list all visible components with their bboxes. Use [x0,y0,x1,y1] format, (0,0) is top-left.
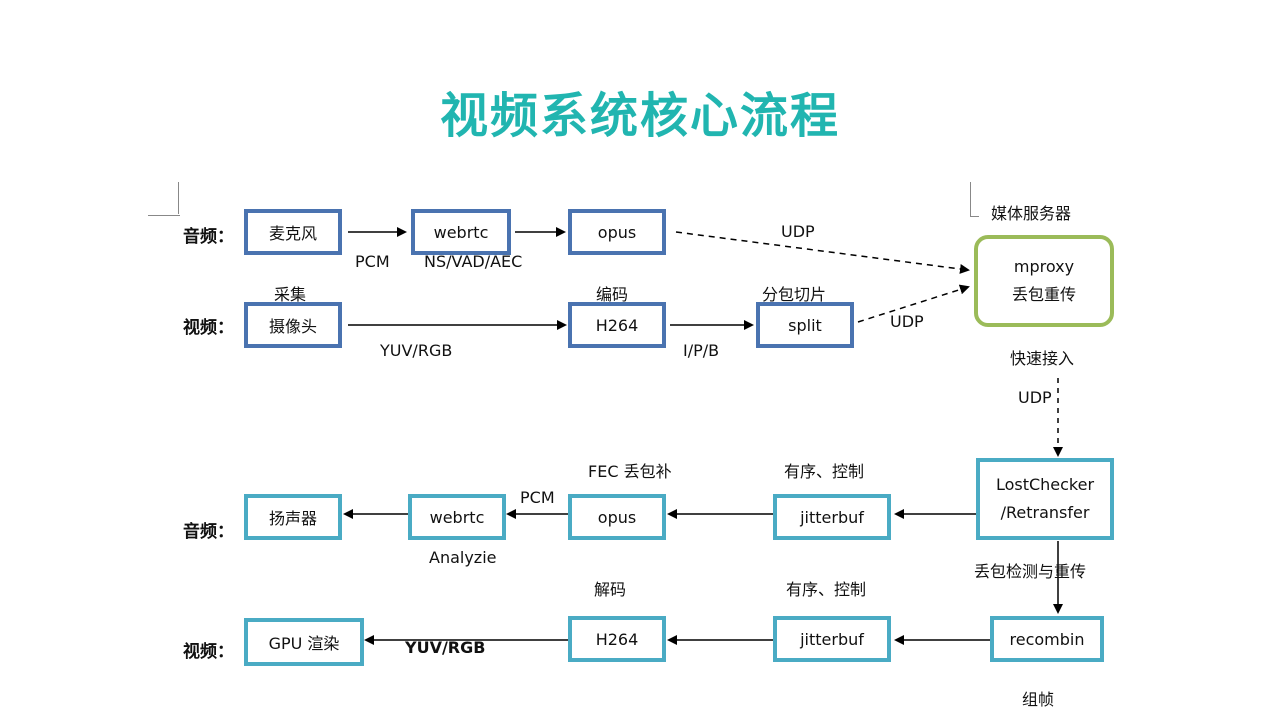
opus-node: opus [568,209,666,255]
label-decode: 解码 [594,580,627,599]
label-yuv-rgb-down: YUV/RGB [405,638,486,657]
corner-mark [970,182,979,217]
label-udp-video: UDP [890,312,924,331]
label-yuv-rgb: YUV/RGB [380,341,453,360]
label-pcm-down: PCM [520,488,555,507]
corner-mark [148,214,180,216]
label-ipb: I/P/B [683,341,720,360]
recombin-node: recombin [990,616,1104,662]
label-ordered-audio: 有序、控制 [784,462,865,481]
mproxy-retransmit-label: 丢包重传 [1011,285,1076,304]
gpu-render-node: GPU 渲染 [244,618,364,666]
mic-node: 麦克风 [244,209,342,255]
camera-node: 摄像头 [244,302,342,348]
row-label-video: 视频： [183,318,234,338]
webrtc-node: webrtc [411,209,511,255]
h264-encoder-node: H264 [568,302,666,348]
label-udp-audio: UDP [781,222,815,241]
h264-decoder-node: H264 [568,616,666,662]
label-encode: 编码 [596,285,629,304]
page-title: 视频系统核心流程 [439,88,840,144]
label-capture: 采集 [274,285,307,304]
label-ordered-video: 有序、控制 [786,580,867,599]
label-ns-vad-aec: NS/VAD/AEC [424,252,523,271]
label-pcm: PCM [355,252,390,271]
jitterbuf-audio-node: jitterbuf [773,494,891,540]
lostchecker-label: LostChecker [995,475,1095,494]
label-fec: FEC 丢包补 [588,462,672,481]
speaker-node: 扬声器 [244,494,342,540]
jitterbuf-video-node: jitterbuf [773,616,891,662]
split-node: split [756,302,854,348]
server-caption: 媒体服务器 [991,204,1072,223]
retransfer-label: /Retransfer [1000,503,1090,522]
mproxy-server-node: mproxy 丢包重传 [974,235,1114,327]
row-label-audio: 音频： [183,227,234,247]
label-analyzie: Analyzie [429,548,497,567]
label-frame-assembly: 组帧 [1022,690,1055,709]
label-fast-access: 快速接入 [1010,349,1075,368]
label-packetize: 分包切片 [762,285,827,304]
lostchecker-node: LostChecker /Retransfer [976,458,1114,540]
row-label-video: 视频： [183,642,234,662]
mproxy-label: mproxy [1013,257,1075,276]
arrow-opus-server [675,231,970,274]
label-udp-down: UDP [1018,388,1052,407]
label-loss-detect: 丢包检测与重传 [974,562,1087,581]
webrtc-analyze-node: webrtc [408,494,506,540]
arrow-split-server [857,284,970,323]
opus-decoder-node: opus [568,494,666,540]
corner-mark [178,182,183,214]
row-label-audio: 音频： [183,522,234,542]
